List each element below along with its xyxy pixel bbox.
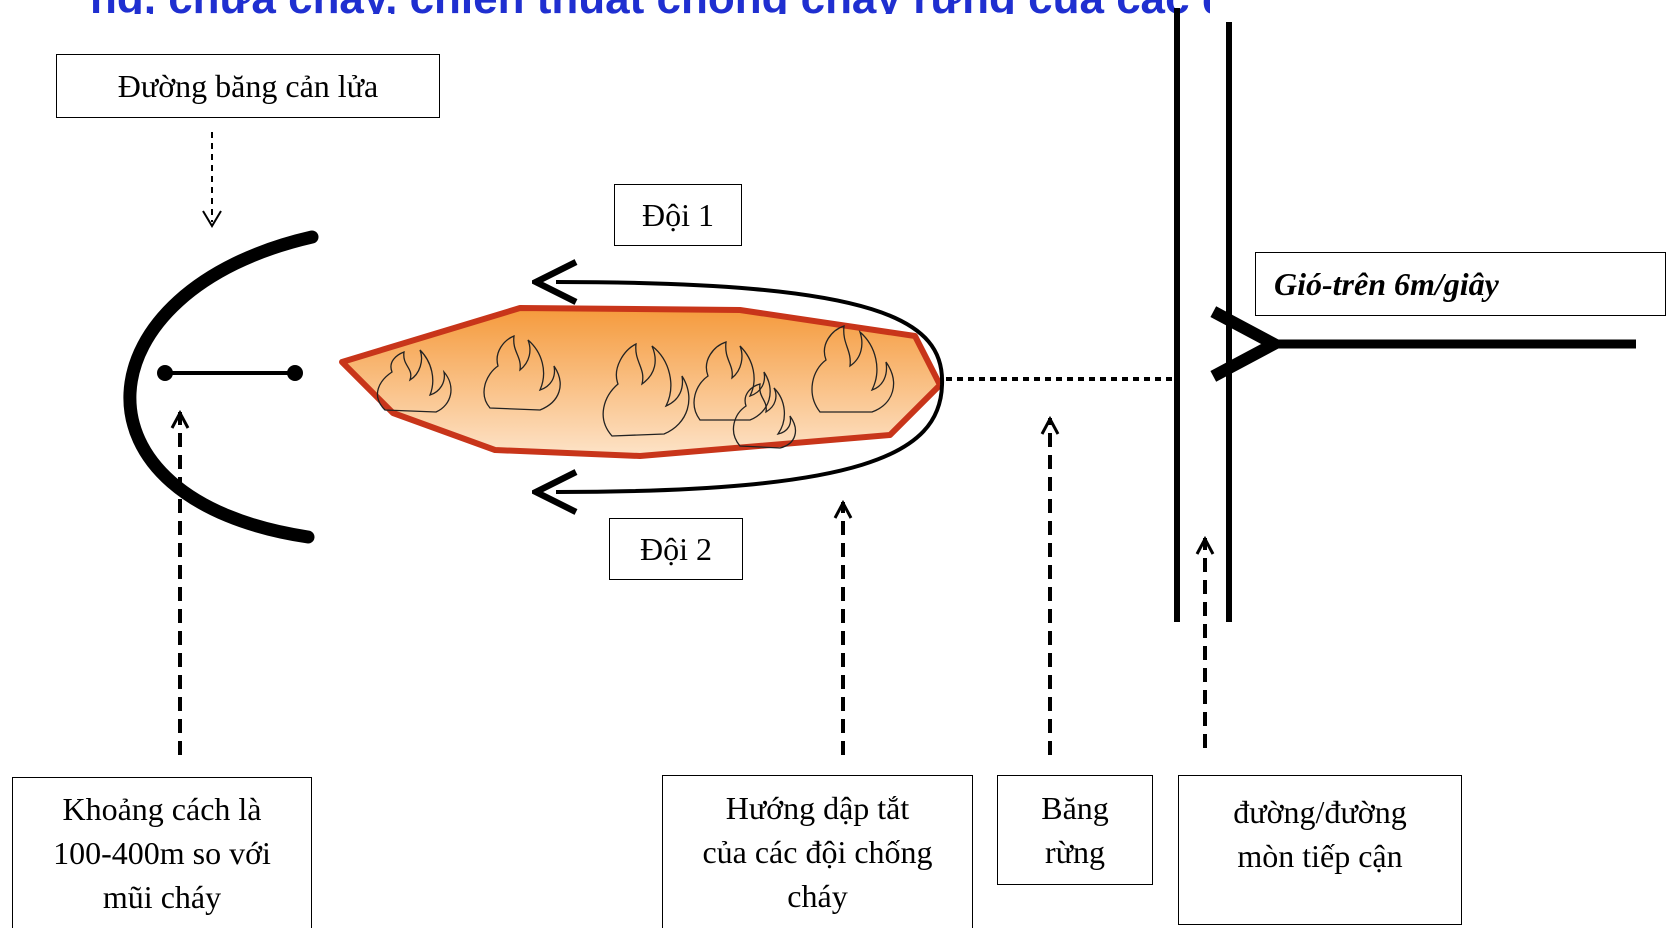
forest-strip-pointer-head (1040, 415, 1060, 435)
firebreak-pointer-head (202, 210, 222, 228)
access-road-pointer-head (1195, 535, 1215, 555)
team2-label: Đội 2 (609, 518, 743, 580)
partial-title: ng, chữa cháy, chiến thuật chống cháy rừ… (90, 0, 1210, 14)
team1-arrow (556, 282, 945, 386)
fire-area (339, 305, 943, 459)
direction-label: Hướng dập tắt của các đội chống cháy (662, 775, 973, 928)
team2-arrow (556, 384, 944, 492)
forest-strip-label: Băng rừng (997, 775, 1153, 885)
direction-pointer-head (833, 499, 853, 519)
firebreak-label: Đường băng cản lửa (56, 54, 440, 118)
distance-dot-right (287, 365, 303, 381)
flame-icons (376, 325, 895, 449)
distance-label: Khoảng cách là 100-400m so với mũi cháy (12, 777, 312, 928)
team1-label: Đội 1 (614, 184, 742, 246)
firebreak-arc (123, 230, 319, 544)
wind-label: Gió-trên 6m/giây (1255, 252, 1666, 316)
access-road-label: đường/đường mòn tiếp cận (1178, 775, 1462, 925)
distance-dot-left (157, 365, 173, 381)
distance-pointer-head (170, 409, 190, 429)
